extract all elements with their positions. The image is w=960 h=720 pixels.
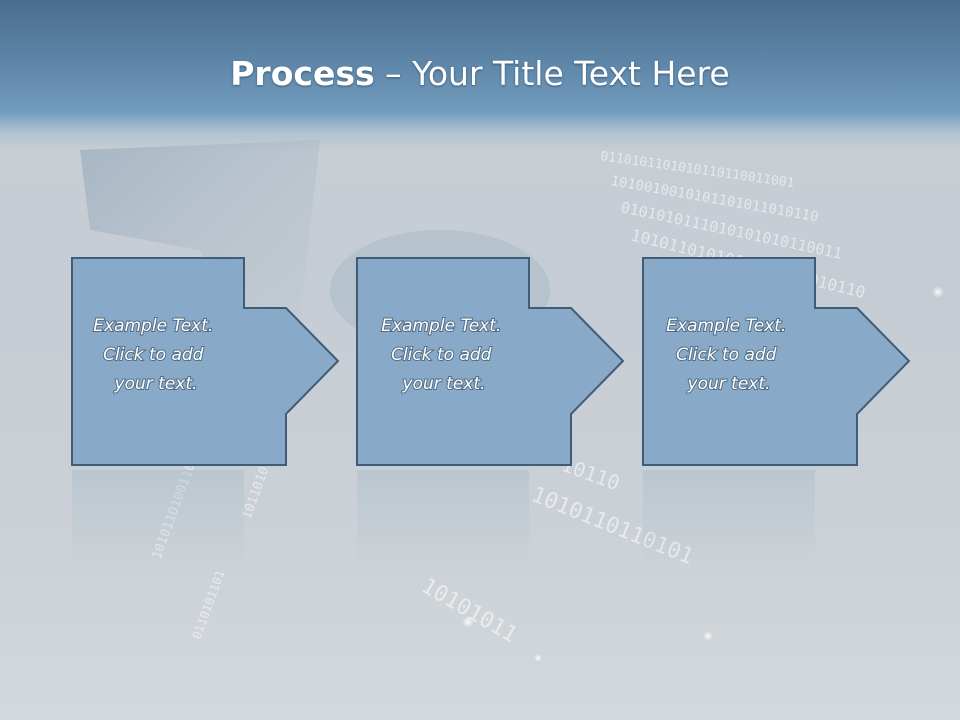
step-line: your text. (687, 374, 771, 394)
sparkle (932, 286, 944, 298)
title-band (0, 0, 960, 150)
title-rest: – Your Title Text Here (374, 54, 730, 93)
step-line: Click to add (391, 345, 492, 365)
step-reflection (72, 470, 244, 560)
step-line: your text. (114, 374, 198, 394)
title-bold: Process (230, 54, 375, 93)
step-line: Example Text. (381, 316, 501, 336)
sparkle (703, 631, 713, 641)
step-text: Example Text. Click to add your text. (93, 316, 218, 394)
background-panel (80, 140, 320, 330)
process-step-2[interactable]: Example Text. Click to add your text. (356, 257, 625, 560)
sparkle (462, 616, 474, 628)
step-reflection (643, 470, 815, 560)
slide-title[interactable]: Process – Your Title Text Here (0, 52, 960, 96)
sparkle (534, 654, 542, 662)
step-line: Example Text. (93, 316, 213, 336)
step-shape (356, 257, 625, 466)
process-step-1[interactable]: Example Text. Click to add your text. (71, 257, 340, 560)
step-shape (642, 257, 911, 466)
process-step-3[interactable]: Example Text. Click to add your text. (642, 257, 911, 560)
step-text: Example Text. Click to add your text. (666, 316, 791, 394)
step-line: Click to add (103, 345, 204, 365)
step-shape (71, 257, 340, 466)
step-reflection (357, 470, 529, 560)
step-line: Click to add (676, 345, 777, 365)
step-line: your text. (402, 374, 486, 394)
step-text: Example Text. Click to add your text. (381, 316, 506, 394)
step-line: Example Text. (666, 316, 786, 336)
